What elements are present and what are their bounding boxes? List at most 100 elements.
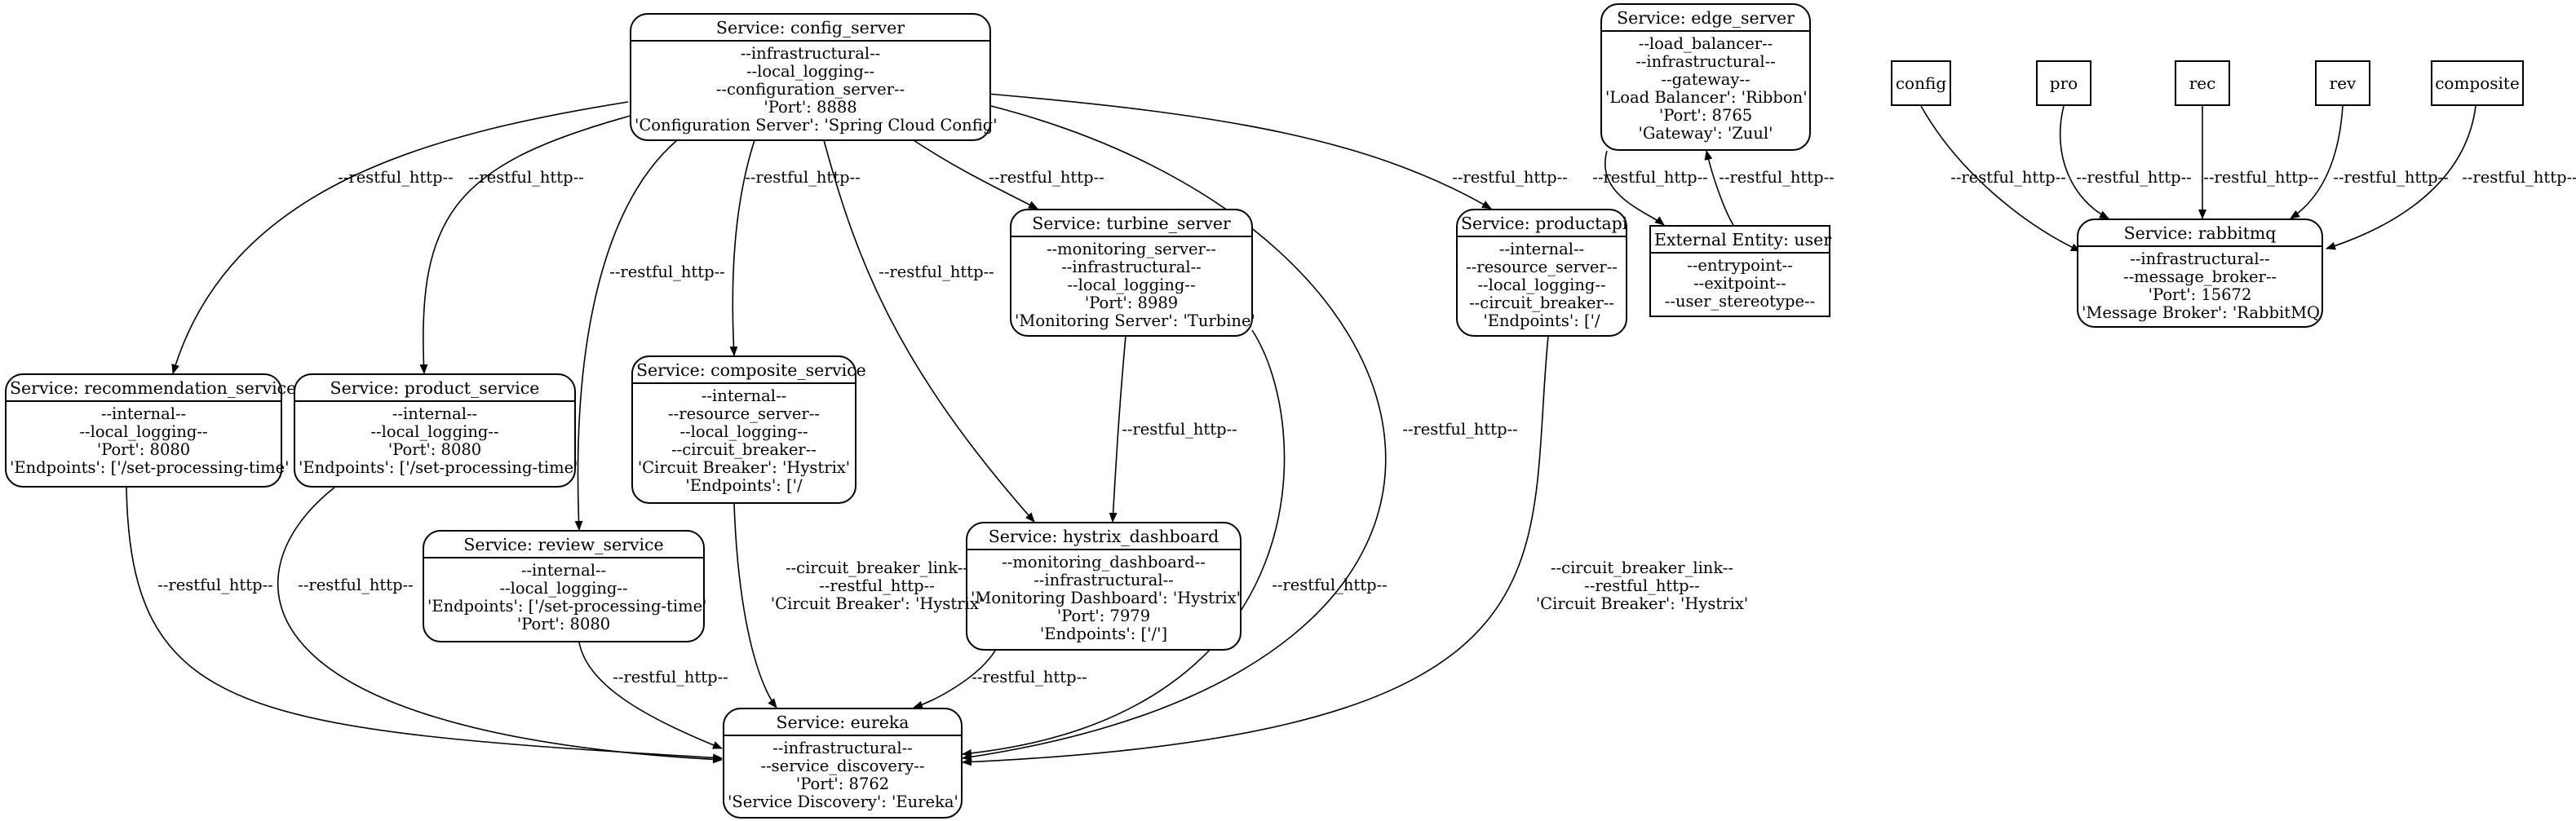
node-user[interactable]: External Entity: user --entrypoint-- --e…	[1649, 225, 1831, 317]
node-line: --local_logging--	[1477, 276, 1606, 294]
node-line: --internal--	[701, 386, 787, 405]
node-rev-label: rev	[2329, 73, 2357, 93]
node-line: --internal--	[100, 404, 187, 423]
edge-config-to-productapi	[986, 93, 1492, 210]
node-composite[interactable]: composite	[2431, 60, 2524, 106]
node-line: 'Service Discovery': 'Eureka'	[728, 792, 958, 811]
node-line: --infrastructural--	[2130, 249, 2270, 268]
edge-label: --restful_http--	[1719, 168, 1835, 187]
edge-label-line: 'Circuit Breaker': 'Hystrix'	[770, 594, 984, 613]
node-hystrix-dashboard[interactable]: Service: hystrix_dashboard --monitoring_…	[966, 522, 1242, 651]
node-line: 'Gateway': 'Zuul'	[1638, 124, 1773, 143]
edge-turbine-to-hystrix	[1109, 335, 1126, 523]
node-turbine-server-title: Service: turbine_server	[1011, 210, 1251, 237]
node-review-service-title: Service: review_service	[424, 532, 703, 558]
edge-label: --restful_http--	[972, 668, 1087, 686]
edge-label: --restful_http--	[745, 168, 861, 187]
node-productapi[interactable]: Service: productapi --internal-- --resou…	[1456, 209, 1627, 337]
edge-config-to-eureka	[962, 105, 1387, 761]
node-line: 'Monitoring Dashboard': 'Hystrix'	[971, 589, 1241, 607]
node-line: 'Message Broker': 'RabbitMQ'	[2082, 303, 2325, 322]
edge-label-line: 'Circuit Breaker': 'Hystrix'	[1535, 594, 1749, 613]
edge-config-to-review	[574, 139, 678, 531]
node-hystrix-dashboard-body: --monitoring_dashboard-- --infrastructur…	[967, 550, 1241, 648]
node-hystrix-dashboard-title: Service: hystrix_dashboard	[967, 523, 1240, 550]
node-line: 'Circuit Breaker': 'Hystrix'	[637, 458, 851, 477]
node-product-service-title: Service: product_service	[295, 375, 574, 402]
node-line: --circuit_breaker--	[671, 440, 817, 459]
node-line: --local_logging--	[746, 62, 875, 81]
node-rec-label: rec	[2189, 73, 2216, 93]
edge-label: --restful_http--	[1272, 576, 1388, 594]
node-edge-server-body: --load_balancer-- --infrastructural-- --…	[1602, 32, 1809, 148]
node-config-server[interactable]: Service: config_server --infrastructural…	[630, 13, 998, 141]
node-eureka-title: Service: eureka	[724, 709, 961, 736]
node-line: 'Endpoints': ['/set-processing-time'	[427, 597, 707, 616]
node-composite-service-title: Service: composite_service	[633, 357, 866, 384]
node-rec[interactable]: rec	[2175, 60, 2230, 106]
node-product-service-body: --internal-- --local_logging-- 'Port': 8…	[295, 402, 578, 482]
node-config-server-body: --infrastructural-- --local_logging-- --…	[631, 42, 998, 139]
node-line: --infrastructural--	[1033, 571, 1174, 589]
node-productapi-title: Service: productapi	[1458, 210, 1627, 237]
node-composite-service[interactable]: Service: composite_service --internal-- …	[631, 355, 866, 504]
edge-label: --restful_http--	[609, 263, 725, 281]
node-line: 'Monitoring Server': 'Turbine'	[1015, 311, 1255, 330]
node-line: --circuit_breaker--	[1469, 294, 1614, 312]
node-productapi-body: --internal-- --resource_server-- --local…	[1458, 237, 1626, 335]
edge-config-to-recommendation	[171, 101, 629, 374]
node-turbine-server[interactable]: Service: turbine_server --monitoring_ser…	[1010, 209, 1255, 337]
node-edge-server-title: Service: edge_server	[1602, 5, 1809, 32]
node-line: --internal--	[1498, 240, 1585, 258]
edge-review-to-eureka	[578, 642, 723, 749]
node-line: --service_discovery--	[760, 757, 925, 775]
node-line: --user_stereotype--	[1664, 292, 1816, 311]
edge-label: --restful_http--	[2333, 168, 2449, 187]
node-line: --resource_server--	[668, 404, 820, 423]
node-pro-label: pro	[2049, 73, 2078, 93]
node-line: 'Endpoints': ['/set-processing-time'	[10, 458, 290, 477]
edge-composite-to-eureka	[733, 503, 777, 708]
edge-recommendation-to-eureka	[126, 487, 723, 762]
node-line: --configuration_server--	[715, 80, 905, 99]
edge-config-to-hystrix	[823, 139, 1035, 523]
node-line: 'Port': 8888	[764, 98, 857, 117]
node-line: 'Port': 8080	[387, 440, 482, 459]
node-line: --infrastructural--	[772, 739, 913, 757]
edge-product-to-eureka	[277, 487, 723, 764]
edge-config-to-rabbitmq	[1920, 105, 2081, 252]
node-line: 'Endpoints': ['/']	[1039, 625, 1168, 643]
node-eureka-body: --infrastructural-- --service_discovery-…	[724, 736, 961, 816]
node-turbine-server-body: --monitoring_server-- --infrastructural-…	[1011, 237, 1255, 335]
node-user-body: --entrypoint-- --exitpoint-- --user_ster…	[1651, 254, 1829, 316]
node-product-service[interactable]: Service: product_service --internal-- --…	[294, 373, 578, 488]
node-line: --local_logging--	[370, 422, 499, 441]
node-rev[interactable]: rev	[2315, 60, 2370, 106]
node-recommendation-service[interactable]: Service: recommendation_service --intern…	[5, 373, 296, 488]
edge-label: --restful_http--	[2203, 168, 2319, 187]
node-line: 'Configuration Server': 'Spring Cloud Co…	[635, 116, 998, 135]
node-line: --local_logging--	[79, 422, 208, 441]
node-line: 'Port': 7979	[1056, 607, 1151, 625]
edge-label: --restful_http--	[468, 168, 584, 187]
node-rabbitmq[interactable]: Service: rabbitmq --infrastructural-- --…	[2077, 218, 2325, 328]
edge-label-line: --restful_http--	[1584, 576, 1700, 595]
node-line: --local_logging--	[499, 579, 628, 598]
node-line: --local_logging--	[1067, 276, 1196, 294]
edge-composite-to-rabbitmq	[2326, 105, 2476, 250]
node-eureka[interactable]: Service: eureka --infrastructural-- --se…	[723, 708, 963, 819]
node-line: 'Endpoints': ['/	[685, 476, 803, 495]
node-config[interactable]: config	[1891, 60, 1951, 106]
node-line: 'Port': 8765	[1658, 106, 1753, 125]
edge-label-line: --restful_http--	[819, 576, 935, 595]
node-review-service[interactable]: Service: review_service --internal-- --l…	[423, 530, 707, 642]
edge-label: --restful_http--	[1452, 168, 1568, 187]
node-config-server-title: Service: config_server	[631, 15, 989, 42]
edge-label-circuit-breaker: --circuit_breaker_link-- --restful_http-…	[771, 559, 983, 613]
node-edge-server[interactable]: Service: edge_server --load_balancer-- -…	[1600, 3, 1811, 151]
node-composite-label: composite	[2435, 73, 2520, 93]
node-line: --exitpoint--	[1693, 274, 1786, 293]
node-pro[interactable]: pro	[2036, 60, 2091, 106]
node-line: --resource_server--	[1466, 258, 1618, 276]
edge-config-to-product	[419, 113, 637, 374]
